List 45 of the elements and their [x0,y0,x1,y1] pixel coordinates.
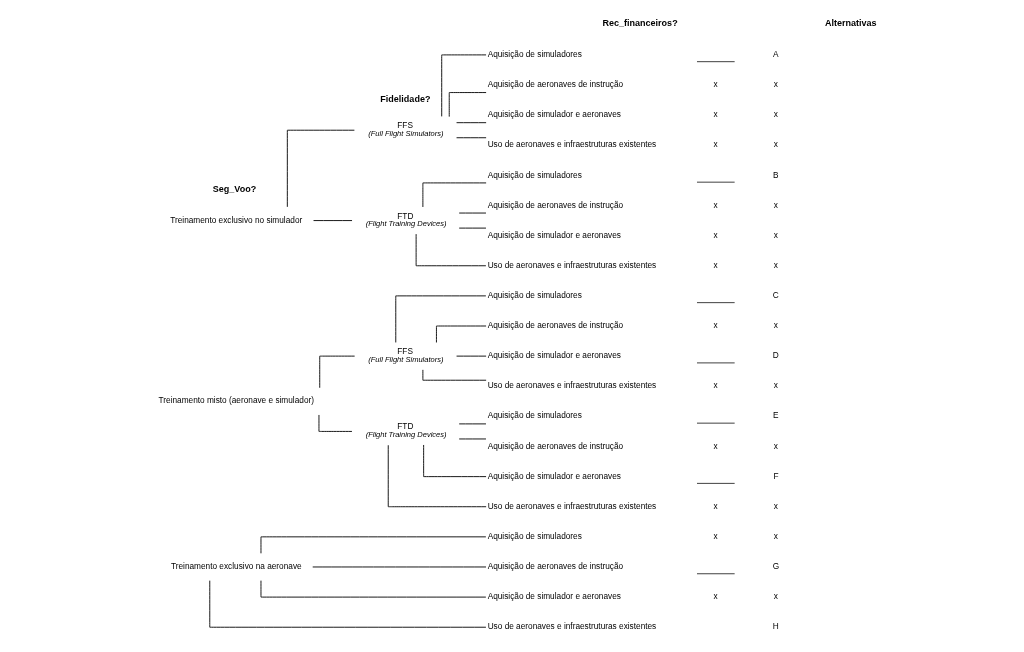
node-text: Uso de aeronaves e infraestruturas existentes x x [487,140,778,150]
node-text: Aquisição de simuladores B [487,170,779,180]
connector [208,580,486,628]
connector [455,137,487,139]
connector [394,295,486,343]
label: Alternativas [824,18,877,29]
node-text: Aquisição de simuladores x x [487,531,778,541]
label: Rec_financeiros? [601,18,678,29]
connector [312,220,352,221]
connector [440,54,487,117]
node-text: Aquisição de aeronaves de instrução x x [487,200,778,210]
node-text: Aquisição de simuladores E [487,411,779,421]
node-text: FTD (Flight Training Devices) [365,422,447,440]
node-text: Uso de aeronaves e infraestruturas existentes x x [487,381,778,391]
node-text: Aquisição de simulador e aeronaves F [487,471,778,481]
node-text: FTD (Flight Training Devices) [365,211,447,229]
connector [455,122,487,124]
node-text: Aquisição de simuladores C [487,290,779,300]
label: Fidelidade? [379,93,430,104]
node-text: Aquisição de aeronaves de instrução x x [487,441,778,451]
node-text: FFS (Full Flight Simulators) [367,121,443,138]
connector [286,129,355,208]
connector [448,92,487,118]
node-text: Treinamento misto (aeronave e simulador) [158,396,314,406]
node-text: Aquisição de aeronaves de instrução G [487,562,779,572]
connector [318,414,352,432]
node-text: Uso de aeronaves e infraestruturas existentes x x [487,501,778,511]
node-text: Aquisição de aeronaves de instrução x x [487,321,778,331]
node-text: Aquisição de aeronaves de instrução x x [487,80,778,90]
connector [422,444,487,478]
node-text: Treinamento exclusivo na aeronave [170,562,302,572]
label: Seg_Voo? [212,184,256,195]
node-text: Aquisição de simulador e aeronaves x x [487,110,778,120]
connector [318,355,355,389]
node-text: Uso de aeronaves e infraestruturas existentes x x [487,260,778,270]
node-text: Aquisição de simuladores A [487,50,779,60]
node-text: Uso de aeronaves e infraestruturas existentes H [487,622,779,632]
connector [415,233,486,267]
node-text: Aquisição de simulador e aeronaves D [487,351,779,361]
connector [387,444,487,508]
node-text: FFS (Full Flight Simulators) [367,347,443,364]
node-text: Treinamento exclusivo no simulador [169,215,302,225]
node-text: Aquisição de simulador e aeronaves x x [487,592,778,602]
node-text: Aquisição de simulador e aeronaves x x [487,230,778,240]
connector [435,325,487,343]
